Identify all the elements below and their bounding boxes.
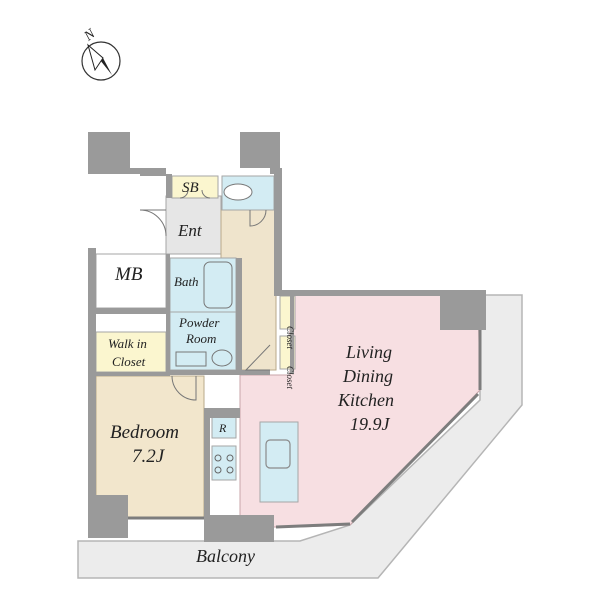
compass-arrow-light: [87, 43, 104, 72]
label-ldk-3: Kitchen: [337, 390, 394, 410]
burner-1: [214, 454, 222, 462]
vanity: [175, 351, 207, 367]
label-ldk-4: 19.9J: [350, 414, 391, 434]
window-ldk-diagonal: [350, 392, 480, 524]
compass: N: [81, 26, 121, 81]
stove: [211, 445, 237, 481]
label-ldk-2: Dining: [342, 366, 393, 386]
washbasin: [211, 349, 233, 367]
balcony-area: [77, 294, 523, 579]
walls: [88, 132, 486, 542]
powder-room-floor: [169, 311, 237, 371]
label-walkin-1: Walk in: [108, 336, 147, 351]
bedroom-floor: [95, 375, 205, 519]
label-balcony: Balcony: [196, 546, 255, 566]
label-closet-upper: Closet: [285, 326, 295, 350]
label-bath: Bath: [174, 274, 199, 289]
door-sb: [179, 189, 211, 199]
burner-4: [226, 466, 234, 474]
bath-floor: [169, 257, 237, 313]
label-ent: Ent: [177, 221, 203, 240]
label-sb: SB: [182, 180, 199, 196]
kitchen-sink: [265, 439, 291, 469]
label-ldk-1: Living: [345, 342, 392, 362]
door-toilet: [249, 209, 267, 227]
label-powder-1: Powder: [178, 315, 220, 330]
label-mb: MB: [114, 264, 143, 285]
toilet: [223, 183, 253, 201]
label-walkin-2: Closet: [112, 354, 146, 369]
door-bedroom: [171, 375, 197, 401]
label-powder-2: Room: [185, 331, 216, 346]
label-bedroom-1: Bedroom: [110, 422, 179, 443]
bathtub: [203, 261, 233, 309]
label-closet-lower: Closet: [285, 366, 295, 390]
door-ldk: [244, 344, 271, 371]
burner-2: [226, 454, 234, 462]
burner-3: [214, 466, 222, 474]
label-bedroom-2: 7.2J: [132, 446, 166, 467]
label-fridge: R: [218, 421, 227, 435]
window-ldk-bottom: [275, 522, 351, 529]
door-entrance: [139, 209, 167, 237]
